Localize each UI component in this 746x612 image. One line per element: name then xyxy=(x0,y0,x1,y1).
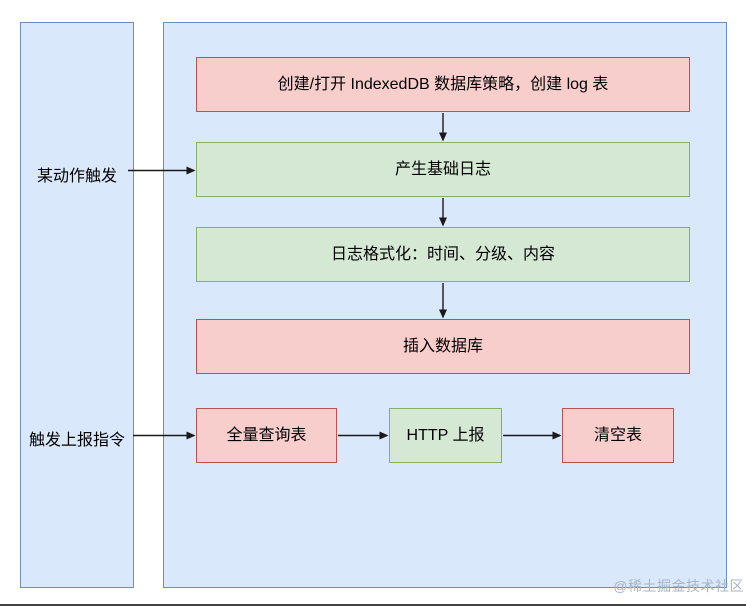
flow-box-generate-base-log: 产生基础日志 xyxy=(196,142,690,197)
flow-box-clear-table: 清空表 xyxy=(562,408,674,463)
bottom-divider-line xyxy=(0,604,746,606)
flow-box-insert-database: 插入数据库 xyxy=(196,319,690,374)
flow-box-http-report: HTTP 上报 xyxy=(389,408,502,463)
lane-label-report-command: 触发上报指令 xyxy=(28,432,125,449)
flow-box-create-open-indexeddb: 创建/打开 IndexedDB 数据库策略，创建 log 表 xyxy=(196,57,690,112)
lane-label-action-trigger: 某动作触发 xyxy=(36,168,117,185)
flow-box-format-log: 日志格式化：时间、分级、内容 xyxy=(196,227,690,282)
flow-box-full-query-table: 全量查询表 xyxy=(196,408,337,463)
trigger-lane-panel xyxy=(20,22,134,588)
juejin-watermark: @稀土掘金技术社区 xyxy=(613,578,744,594)
process-lane-panel xyxy=(163,22,727,588)
